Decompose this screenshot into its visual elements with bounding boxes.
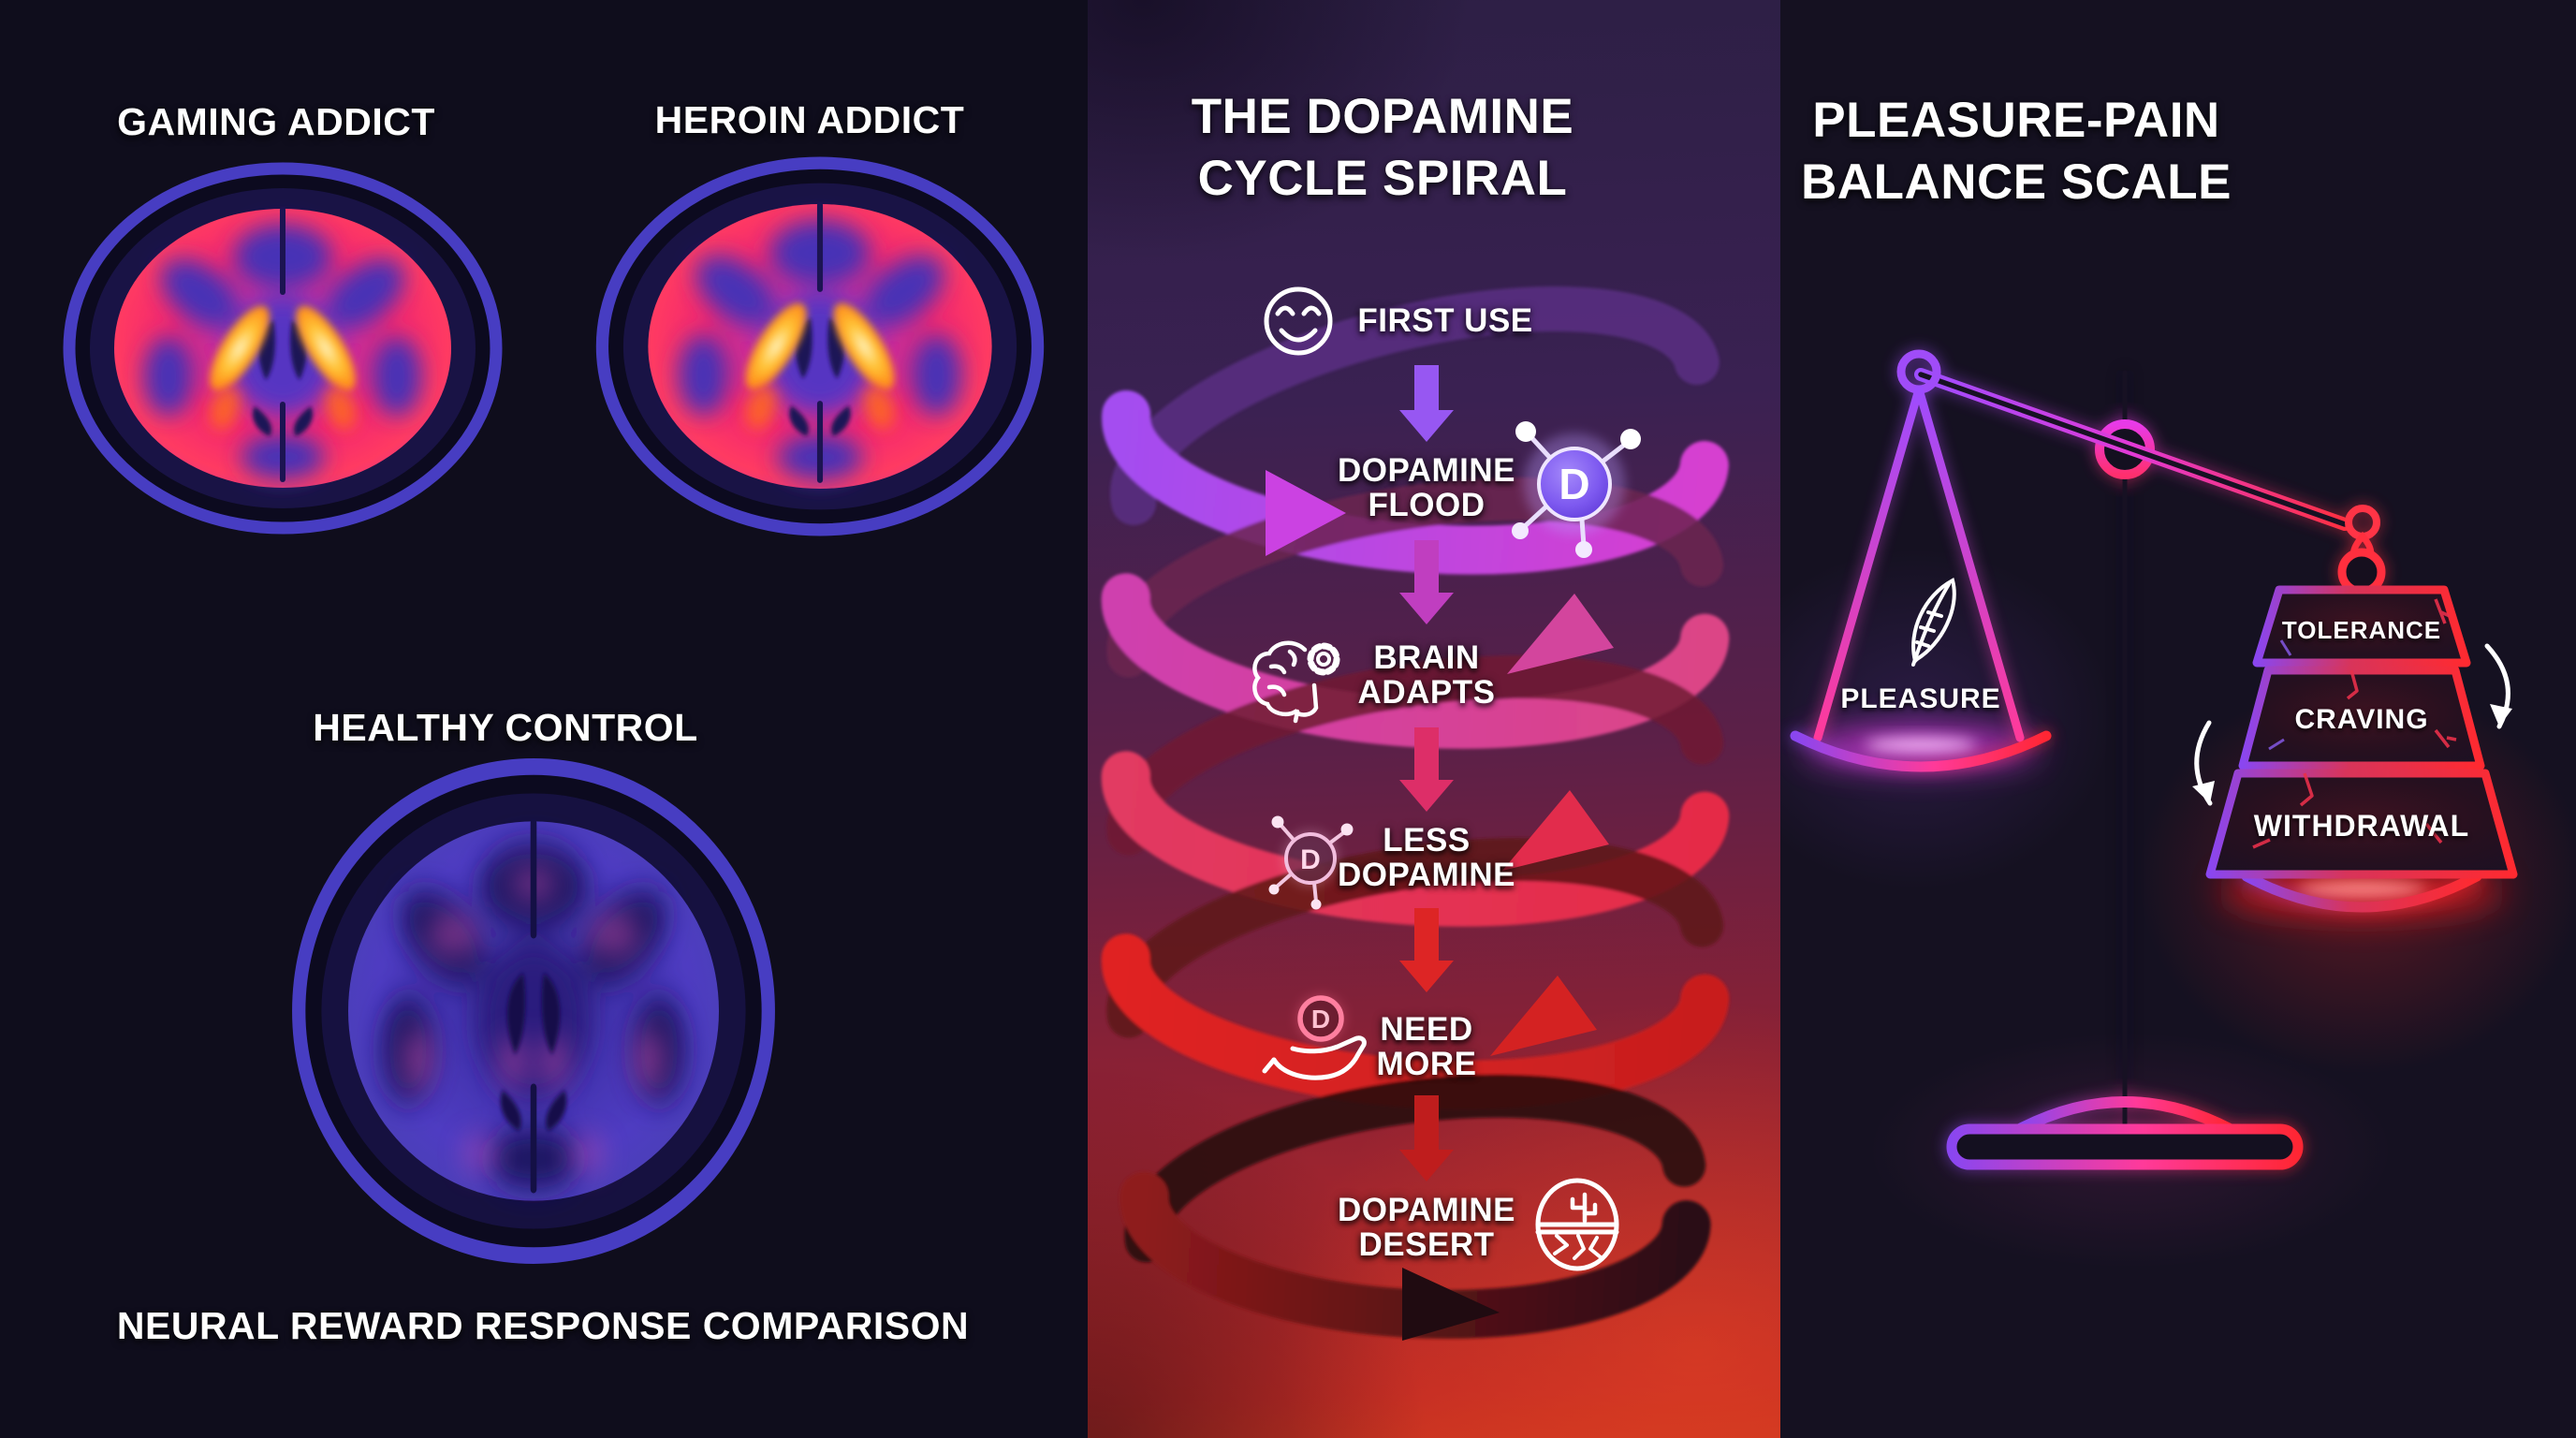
spiral-title-line2: CYCLE SPIRAL <box>1197 151 1568 206</box>
step-label: DOPAMINE <box>1337 1192 1516 1228</box>
weight-tolerance <box>2252 585 2471 668</box>
down-arrow-icon <box>1399 365 1454 442</box>
step-label: DESERT <box>1358 1226 1495 1263</box>
step-label: BRAIN <box>1373 639 1480 676</box>
step-dopamine-flood: DOPAMINE FLOOD <box>1286 453 1567 522</box>
craving-label: CRAVING <box>2294 704 2429 735</box>
pleasure-label: PLEASURE <box>1840 683 2001 714</box>
pleasure-pain-balance-panel: PLEASURE-PAIN BALANCE SCALE PLEASURE TOL… <box>1780 0 2576 1438</box>
gaming-addict-title: GAMING ADDICT <box>117 100 435 143</box>
step-label: DOPAMINE <box>1337 452 1516 489</box>
step-label: DOPAMINE <box>1337 857 1516 893</box>
balance-title-line2: BALANCE SCALE <box>1801 154 2232 210</box>
spiral-loop-5-back <box>1124 1074 1706 1263</box>
spiral-loop-2-back <box>1106 477 1724 678</box>
dopamine-cycle-spiral-panel: D D <box>1088 0 1780 1438</box>
gaming-addict-brain-scan <box>69 169 496 528</box>
step-brain-adapts: BRAIN ADAPTS <box>1286 640 1567 710</box>
step-label: LESS <box>1383 822 1471 858</box>
step-need-more: NEED MORE <box>1286 1012 1567 1081</box>
down-arrow-icon <box>1399 1095 1454 1181</box>
weight-withdrawal <box>2205 769 2518 879</box>
heroin-addict-title: HEROIN ADDICT <box>654 98 965 141</box>
down-arrow-icon <box>1399 540 1454 624</box>
down-arrow-icon <box>1399 727 1454 812</box>
smiley-face-icon <box>1264 286 1333 356</box>
balance-title-line1: PLEASURE-PAIN <box>1812 93 2220 148</box>
step-label: FIRST USE <box>1357 302 1533 339</box>
weight-cracks <box>2252 598 2457 849</box>
healthy-control-brain-scan <box>299 767 768 1255</box>
spiral-ribbons <box>1101 286 1730 1339</box>
svg-text:D: D <box>1559 460 1589 508</box>
step-down-arrows <box>1399 365 1454 1181</box>
tolerance-label: TOLERANCE <box>2281 616 2442 644</box>
pleasure-pan-glow-core <box>1865 738 1977 753</box>
spiral-loop-4-back <box>1106 838 1724 1038</box>
spiral-title: THE DOPAMINE CYCLE SPIRAL <box>1088 86 1677 210</box>
withdrawal-label: WITHDRAWAL <box>2253 809 2470 843</box>
spiral-arrowhead-5 <box>1402 1268 1500 1341</box>
weight-cracks-left <box>2268 639 2292 751</box>
weight-craving <box>2238 666 2485 770</box>
down-arrow-icon <box>1399 908 1454 992</box>
weights-stack <box>2205 585 2518 879</box>
cracked-desert-icon <box>1535 1178 1619 1271</box>
step-label: ADAPTS <box>1357 674 1496 711</box>
spiral-arrowhead-4 <box>1490 976 1597 1056</box>
heroin-addict-brain-scan <box>602 163 1037 530</box>
spiral-title-line1: THE DOPAMINE <box>1191 89 1574 144</box>
svg-text:D: D <box>1300 844 1321 875</box>
spiral-loop-3-back <box>1106 655 1724 856</box>
hand-holding-dopamine-icon: D <box>1262 994 1367 1080</box>
panel-caption: NEURAL REWARD RESPONSE COMPARISON <box>116 1304 970 1347</box>
brain-gear-icon <box>1252 640 1340 724</box>
spiral-art: D D <box>1101 286 1730 1341</box>
step-label: MORE <box>1376 1046 1477 1082</box>
pain-glow-core <box>2296 880 2427 899</box>
spiral-arrowhead-left <box>1266 470 1346 556</box>
step-label: FLOOD <box>1368 487 1486 523</box>
brain-scan-comparison-panel: GAMING ADDICT HEROIN ADDICT HEALTHY CONT… <box>0 0 1088 1438</box>
step-dopamine-desert: DOPAMINE DESERT <box>1286 1193 1567 1262</box>
cycle-arrows <box>2192 643 2512 806</box>
step-label: NEED <box>1380 1011 1473 1048</box>
step-less-dopamine: LESS DOPAMINE <box>1286 823 1567 892</box>
spiral-arrowhead-3 <box>1502 790 1609 871</box>
balance-title: PLEASURE-PAIN BALANCE SCALE <box>1780 90 2252 213</box>
spiral-arrowheads <box>1266 470 1614 1341</box>
step-first-use: FIRST USE <box>1305 303 1586 338</box>
dopamine-molecule-icon: D <box>1512 421 1641 558</box>
balance-scale-art <box>1780 0 2518 1438</box>
spiral-arrowhead-2 <box>1507 594 1614 674</box>
svg-text:D: D <box>1311 1005 1330 1034</box>
dopamine-molecule-small-icon: D <box>1268 815 1354 910</box>
healthy-control-title: HEALTHY CONTROL <box>313 706 698 749</box>
feather-icon <box>1911 578 1956 667</box>
